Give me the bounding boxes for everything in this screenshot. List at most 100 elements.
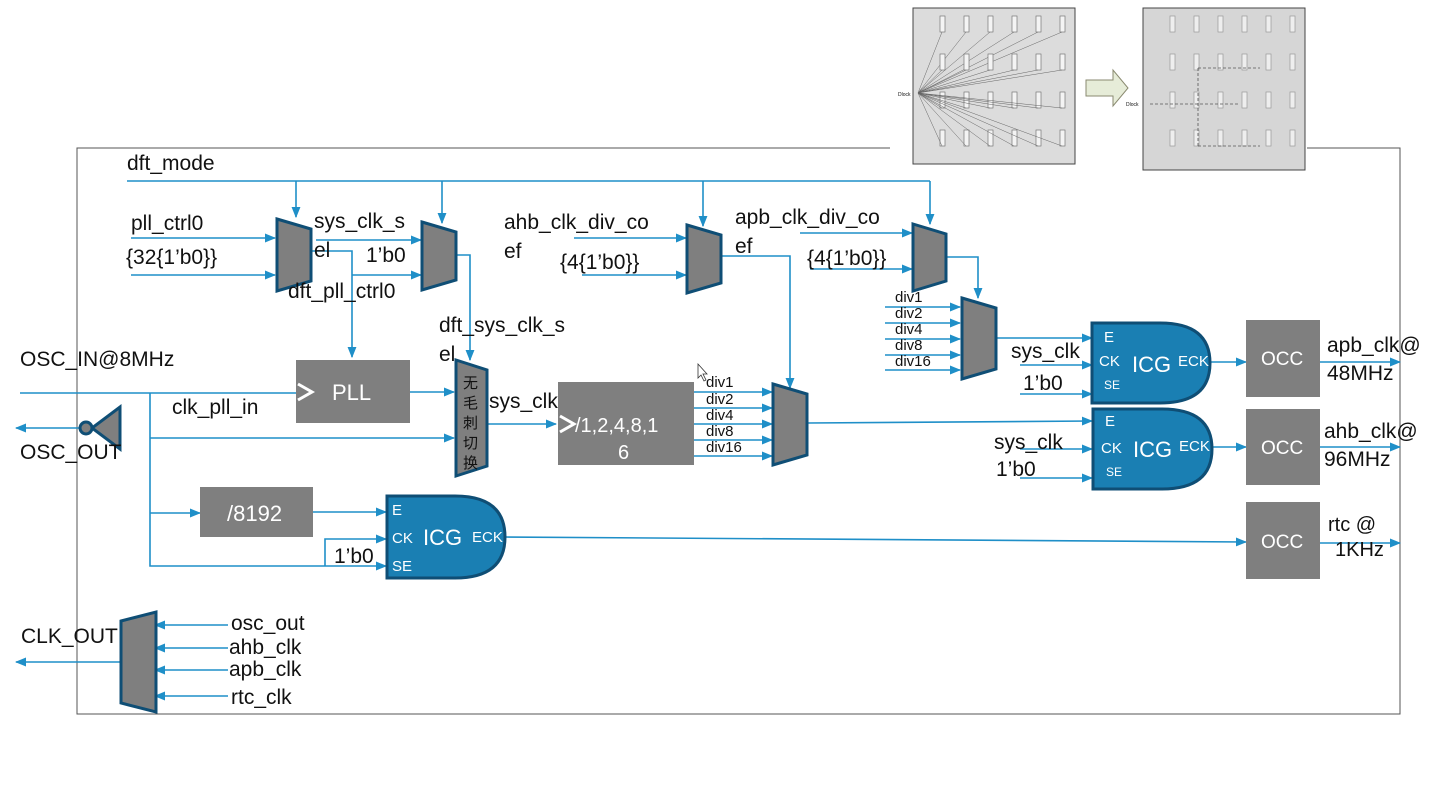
label-sys-clk-ahb: sys_clk [994, 431, 1063, 454]
mux-sys-clk-sel [420, 219, 458, 293]
icg-apb-ck: CK [1099, 353, 1120, 370]
thumb1-cell [1035, 91, 1042, 109]
mouse-cursor-icon [697, 362, 708, 382]
thumb1-cell [987, 129, 994, 147]
icg-rtc-se: SE [392, 558, 412, 575]
thumb2-cell [1169, 15, 1176, 33]
apb-tap-div16: div16 [895, 353, 931, 370]
thumb2-cell [1193, 129, 1200, 147]
icg-ahb-ck: CK [1101, 440, 1122, 457]
thumb2-cell [1217, 91, 1224, 109]
label-dft-sys-a: dft_sys_clk_s [439, 314, 565, 337]
thumbnail-arrow [1085, 68, 1129, 108]
mux-apb-div [911, 221, 948, 294]
divider-label-a: /1,2,4,8,1 [575, 415, 658, 437]
out-ahb-b: 96MHz [1324, 448, 1391, 471]
occ-rtc: OCC [1246, 502, 1320, 579]
thumb1-fanout-line [917, 69, 1039, 94]
thumb1-fanout-line [917, 92, 1039, 147]
icg-apb-eck: ECK [1178, 353, 1209, 370]
thumb-clk-tag-2: Dlock [1126, 102, 1139, 108]
thumb1-cell [939, 53, 946, 71]
thumb2-cell [1289, 53, 1296, 71]
thumb2-cell [1241, 91, 1248, 109]
thumb1-cell [939, 15, 946, 33]
label-dft-sys-b: el [439, 343, 455, 366]
thumb2-cell [1169, 53, 1176, 71]
thumb1-fanout-line [917, 69, 991, 94]
thumb2-cell [1265, 15, 1272, 33]
pll-block: PLL [296, 360, 410, 423]
icg-ahb-se: SE [1106, 465, 1122, 479]
label-osc-out: OSC_OUT [20, 441, 122, 464]
icg-apb-se: SE [1104, 378, 1120, 392]
label-mux-apb-clk: apb_clk [229, 658, 302, 681]
occ-apb: OCC [1246, 320, 1320, 397]
thumb1-cell [963, 15, 970, 33]
thumb1-fanout-line [917, 92, 1039, 109]
label-const4-ahb: {4{1’b0}} [560, 251, 639, 274]
thumb2-cell [1169, 129, 1176, 147]
thumb1-cell [1011, 91, 1018, 109]
icg-ahb: E CK SE ICG ECK [1091, 407, 1214, 491]
div8192-label: /8192 [227, 501, 282, 526]
thumb2-cell [1289, 15, 1296, 33]
thumb2-cell [1193, 15, 1200, 33]
glitch-free-char-5: 换 [463, 454, 478, 472]
thumb2-cell [1289, 91, 1296, 109]
thumb1-cell [1035, 129, 1042, 147]
thumb1-fanout-line [917, 69, 1063, 94]
icg-apb-e: E [1104, 329, 1114, 346]
ahb-tap-div1: div1 [706, 374, 734, 391]
label-const32: {32{1’b0}} [126, 246, 217, 269]
thumb1-cell [963, 129, 970, 147]
thumb1-cell [1035, 15, 1042, 33]
out-rtc-a: rtc @ [1328, 514, 1376, 536]
divider-block: /1,2,4,8,1 6 [558, 382, 694, 465]
thumb2-cell [1265, 53, 1272, 71]
label-mux-ahb-clk: ahb_clk [229, 636, 302, 659]
thumb1-fanout-line [917, 92, 967, 147]
out-ahb-a: ahb_clk@ [1324, 420, 1418, 443]
label-sys-clk-sel-b: el [314, 239, 330, 262]
ahb-tap-div4: div4 [706, 407, 734, 424]
icg-rtc: E CK SE ICG ECK [385, 494, 507, 580]
thumb1-cell [1035, 53, 1042, 71]
thumb1-fanout-line [917, 69, 943, 94]
icg-rtc-eck: ECK [472, 529, 503, 546]
label-const4-apb: {4{1’b0}} [807, 247, 886, 270]
glitch-free-switch: 无 毛 刺 切 换 [454, 357, 489, 479]
label-mux-osc-out: osc_out [231, 612, 305, 635]
occ-apb-label: OCC [1261, 349, 1303, 370]
label-one-b0-apb: 1’b0 [1023, 372, 1063, 395]
thumb1-cell [987, 15, 994, 33]
icg-ahb-eck: ECK [1179, 438, 1210, 455]
thumb1-fanout-line [917, 92, 991, 109]
ahb-tap-div2: div2 [706, 391, 734, 408]
apb-tap-div1: div1 [895, 289, 923, 306]
thumbnail-before: Dlock [898, 7, 1076, 165]
label-clk-out: CLK_OUT [21, 625, 118, 648]
icg-rtc-e: E [392, 502, 402, 519]
apb-tap-div2: div2 [895, 305, 923, 322]
label-one-b0-ahb: 1’b0 [996, 458, 1036, 481]
thumb1-cell [1059, 53, 1066, 71]
out-apb-a: apb_clk@ [1327, 334, 1421, 357]
glitch-free-char-2: 毛 [463, 394, 478, 412]
thumb1-cell [1011, 129, 1018, 147]
label-clk-pll-in: clk_pll_in [172, 396, 258, 419]
mux-pll-ctrl [275, 216, 313, 294]
div8192-block: /8192 [200, 487, 313, 537]
osc-buffer [78, 404, 122, 452]
thumb1-fanout-line [917, 92, 943, 147]
wires [14, 180, 1402, 701]
thumb1-fanout-line [917, 92, 1015, 109]
label-ahb-div-b: ef [504, 240, 522, 263]
mux-apb-sel [960, 295, 998, 382]
label-apb-div-a: apb_clk_div_co [735, 206, 880, 229]
thumb1-cell [987, 91, 994, 109]
label-mux-rtc-clk: rtc_clk [231, 686, 292, 709]
thumb1-cell [939, 129, 946, 147]
out-apb-b: 48MHz [1327, 362, 1394, 385]
